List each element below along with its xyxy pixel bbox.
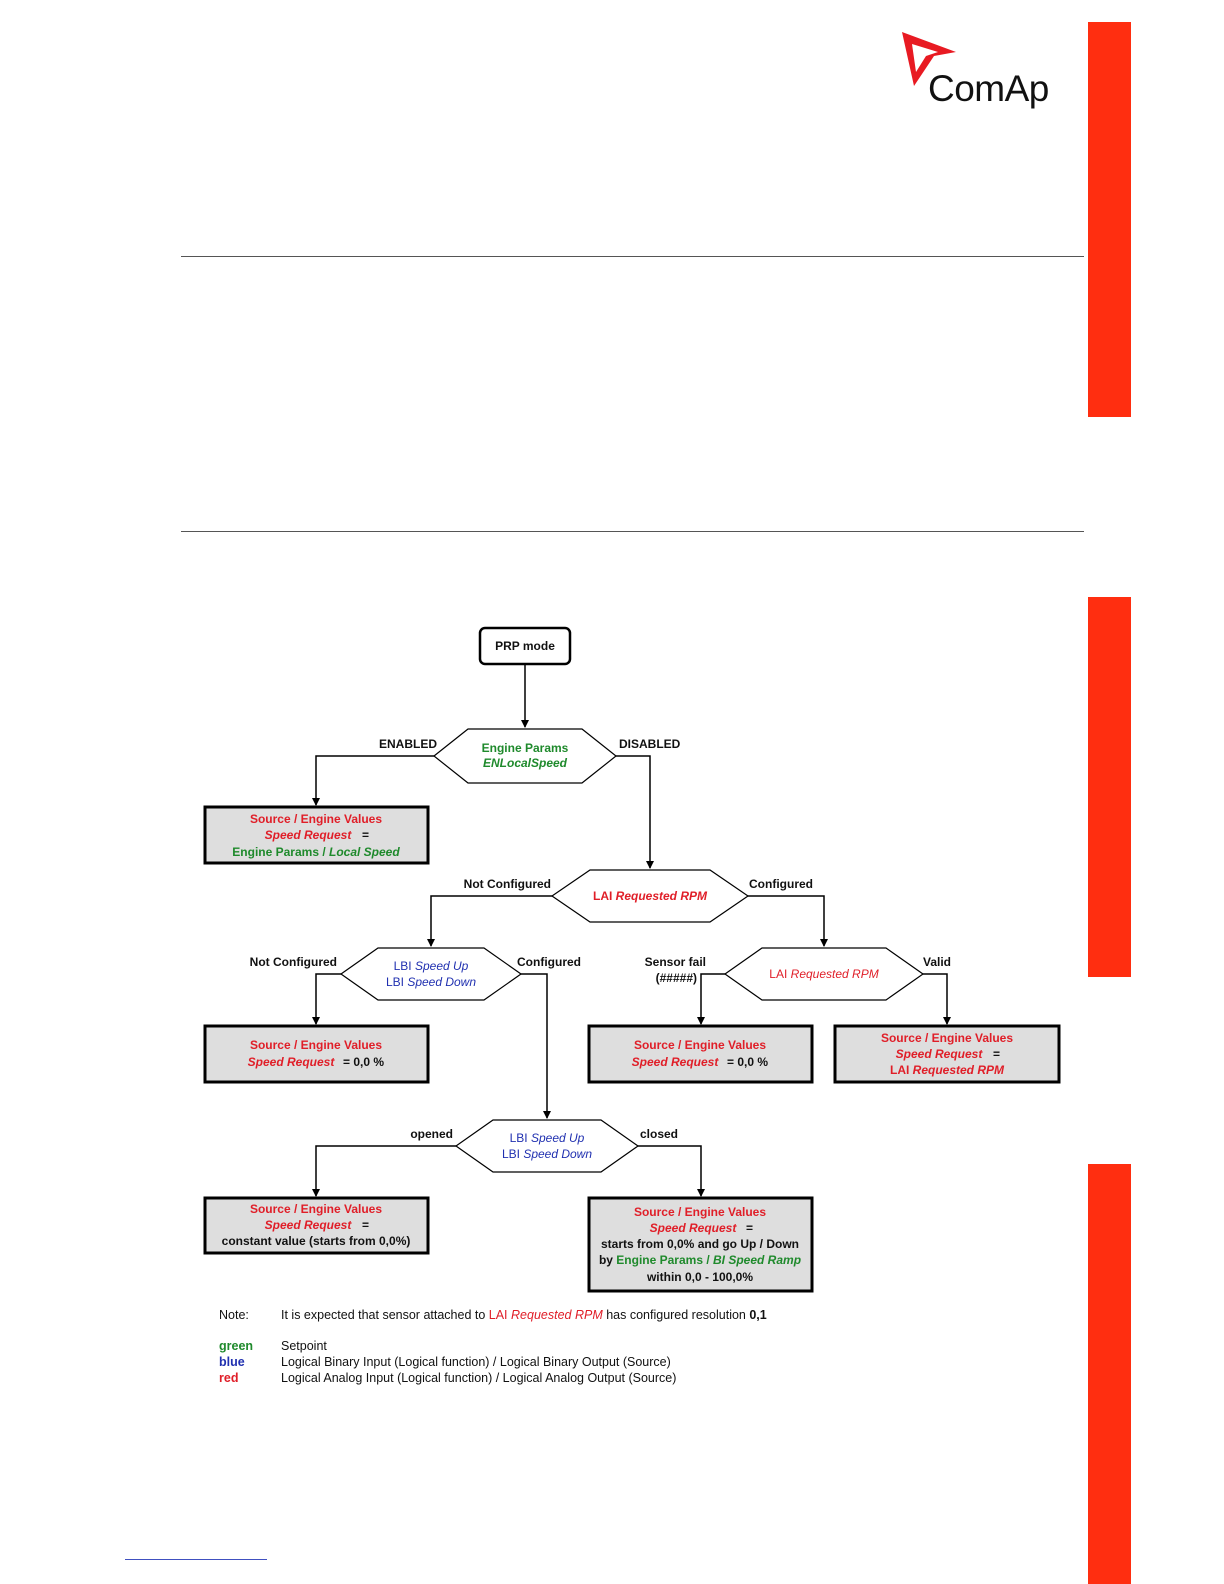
b1-equals: = [362, 828, 369, 842]
page-edge-bar-bottom [1088, 1164, 1131, 1584]
d1-line2: ENLocalSpeed [483, 756, 568, 770]
result-local-speed [203, 805, 430, 865]
arrow-d2-configured [748, 895, 828, 947]
decision-lbi-speed [339, 947, 523, 1001]
d5-opened-label: opened [410, 1127, 453, 1141]
b4-line2: Speed Request [896, 1047, 984, 1061]
d1-disabled-label: DISABLED [619, 737, 681, 751]
b2-line1: Source / Engine Values [250, 1038, 382, 1052]
b4-line3: LAI Requested RPM [890, 1063, 1005, 1077]
d5-line2: LBI Speed Down [502, 1147, 592, 1161]
b5-equals: = [362, 1218, 369, 1232]
logo-text: ComAp [928, 68, 1049, 109]
d5-closed-label: closed [640, 1127, 678, 1141]
arrow-disabled [616, 755, 654, 869]
legend-red-desc: Logical Analog Input (Logical function) … [281, 1371, 677, 1385]
b5-line1: Source / Engine Values [250, 1202, 382, 1216]
d1-enabled-label: ENABLED [379, 737, 437, 751]
d3-line1: LBI Speed Up [394, 959, 469, 973]
d4-sensor-fail-label: Sensor fail [645, 955, 706, 969]
comap-logo: ComAp [896, 30, 1066, 112]
decision-lbi-state [454, 1119, 640, 1173]
footnote-rule [125, 1559, 267, 1560]
legend-blue-key: blue [219, 1355, 245, 1369]
d4-sensor-fail-code: (#####) [656, 971, 697, 985]
b6-line5: within 0,0 - 100,0% [646, 1270, 753, 1284]
b2-value: = 0,0 % [343, 1055, 384, 1069]
section-rule [181, 531, 1084, 532]
d2-configured-label: Configured [749, 877, 813, 891]
note-label: Note: [219, 1308, 249, 1322]
b6-line4: by Engine Params / BI Speed Ramp [599, 1253, 801, 1267]
b6-line1: Source / Engine Values [634, 1205, 766, 1219]
d2-label: LAI Requested RPM [593, 889, 708, 903]
page-edge-bar-middle [1088, 597, 1131, 977]
d3-line2: LBI Speed Down [386, 975, 476, 989]
arrow-d3-configured [521, 973, 551, 1119]
b6-line2: Speed Request [650, 1221, 738, 1235]
arrow-closed [638, 1145, 705, 1197]
d2-not-configured-label: Not Configured [464, 877, 551, 891]
d1-line1: Engine Params [482, 741, 569, 755]
legend-red-key: red [219, 1371, 239, 1385]
result-zero-lbi [203, 1024, 430, 1084]
d4-valid-label: Valid [923, 955, 951, 969]
connectors [312, 664, 951, 1197]
b3-value: = 0,0 % [727, 1055, 768, 1069]
decision-enlocalspeed [433, 728, 617, 784]
d4-label: LAI Requested RPM [769, 967, 878, 981]
decision-lai-requested-rpm [550, 869, 750, 923]
legend-blue-desc: Logical Binary Input (Logical function) … [281, 1355, 671, 1369]
b6-equals: = [746, 1221, 753, 1235]
b1-line2: Speed Request [265, 828, 353, 842]
legend-green-desc: Setpoint [281, 1339, 327, 1353]
b4-line1: Source / Engine Values [881, 1031, 1013, 1045]
result-lai-rpm [833, 1024, 1061, 1084]
b6-line3: starts from 0,0% and go Up / Down [601, 1237, 799, 1251]
b3-line2: Speed Request [632, 1055, 720, 1069]
arrow-enabled [312, 755, 434, 806]
arrow-d2-not-configured [427, 895, 552, 947]
header-rule [181, 256, 1084, 257]
b2-line2: Speed Request [248, 1055, 336, 1069]
arrow-opened [312, 1145, 456, 1197]
start-label: PRP mode [495, 639, 555, 653]
page-edge-bar-top [1088, 22, 1131, 417]
decision-lai-sensor [723, 947, 925, 1001]
b1-line3: Engine Params / Local Speed [232, 845, 400, 859]
b5-line2: Speed Request [265, 1218, 353, 1232]
legend-green-key: green [219, 1339, 254, 1353]
arrow-sensor-fail [697, 973, 725, 1025]
d5-line1: LBI Speed Up [510, 1131, 585, 1145]
b1-line1: Source / Engine Values [250, 812, 382, 826]
d3-not-configured-label: Not Configured [250, 955, 337, 969]
arrow-valid [923, 973, 951, 1025]
result-zero-sensor-fail [587, 1024, 814, 1084]
b3-line1: Source / Engine Values [634, 1038, 766, 1052]
start-node [478, 626, 572, 666]
arrow-d3-not-configured [312, 973, 341, 1025]
note-text: It is expected that sensor attached to L… [281, 1308, 767, 1322]
b4-equals: = [993, 1047, 1000, 1061]
d3-configured-label: Configured [517, 955, 581, 969]
b5-line3: constant value (starts from 0,0%) [222, 1234, 411, 1248]
result-constant-value [203, 1196, 430, 1255]
comap-arrow-icon [902, 32, 956, 86]
result-ramp [587, 1196, 814, 1293]
